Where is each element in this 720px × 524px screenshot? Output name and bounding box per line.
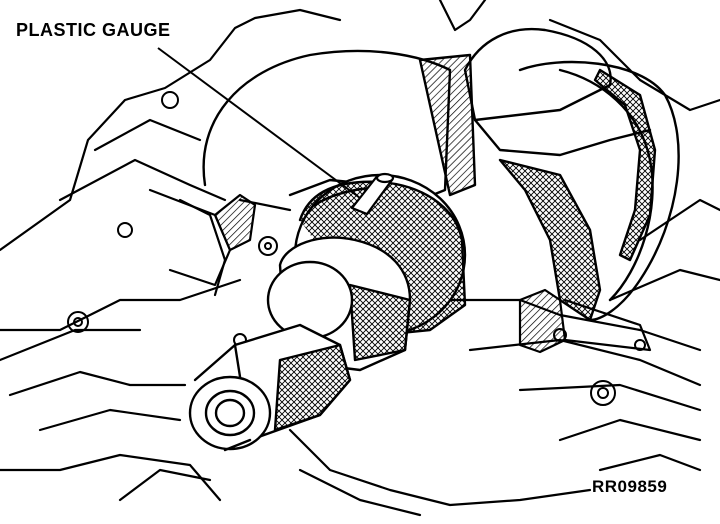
crankshaft-nose [188, 236, 412, 452]
plastic-gauge-strip [350, 172, 395, 216]
bearing-cap-right [518, 288, 652, 354]
plastic-gauge-leader [157, 47, 361, 199]
crankshaft-counterweight [202, 49, 477, 202]
figure-reference-code: RR09859 [592, 477, 668, 496]
bearing-cap-left [148, 188, 257, 287]
crank-throw [463, 27, 680, 322]
plastic-gauge-label: PLASTIC GAUGE [16, 20, 171, 40]
